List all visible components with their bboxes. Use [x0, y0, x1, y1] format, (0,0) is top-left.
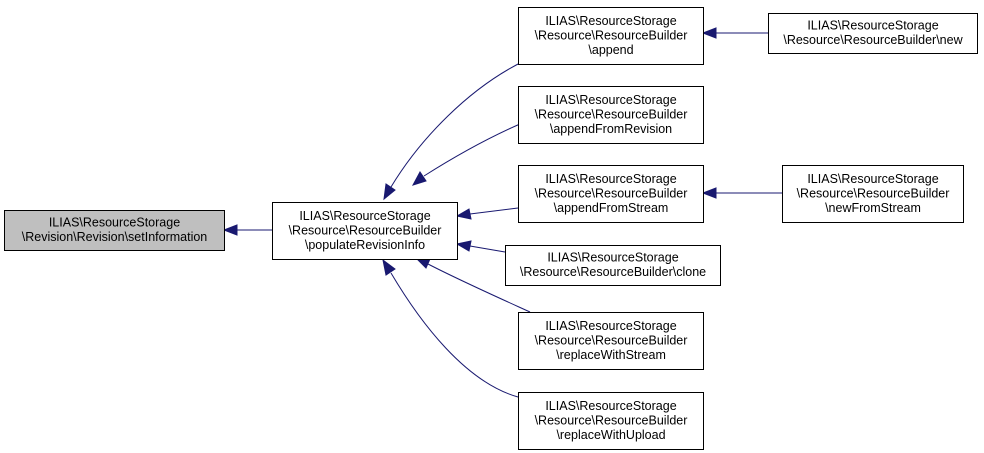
arrowhead	[701, 27, 717, 39]
node-label-line: \Resource\ResourceBuilder	[535, 413, 688, 427]
node-append[interactable]: ILIAS\ResourceStorage\Resource\ResourceB…	[518, 7, 704, 65]
node-box	[518, 86, 704, 144]
node-box	[272, 202, 458, 260]
node-label-line: ILIAS\ResourceStorage	[545, 172, 676, 186]
edge-line	[390, 60, 525, 188]
node-label-line: \replaceWithUpload	[556, 428, 665, 442]
node-label-line: \Resource\ResourceBuilder	[535, 186, 688, 200]
node-clone[interactable]: ILIAS\ResourceStorage\Resource\ResourceB…	[505, 245, 721, 286]
node-label-line: ILIAS\ResourceStorage	[545, 93, 676, 107]
node-label-line: \Resource\ResourceBuilder	[535, 28, 688, 42]
node-label-line: \append	[588, 43, 633, 57]
node-label-line: \Resource\ResourceBuilder	[535, 333, 688, 347]
edge-append-to-populateRevisionInfo	[383, 60, 525, 201]
edge-populateRevisionInfo-to-setInformation	[222, 224, 272, 236]
arrowhead	[701, 187, 717, 199]
arrowhead	[383, 183, 396, 201]
node-replaceWithUpload[interactable]: ILIAS\ResourceStorage\Resource\ResourceB…	[518, 392, 704, 450]
edge-line	[469, 245, 506, 253]
arrowhead	[455, 208, 472, 220]
node-label-line: \Resource\ResourceBuilder	[797, 186, 950, 200]
arrowhead	[382, 258, 396, 276]
node-label-line: \populateRevisionInfo	[305, 238, 425, 252]
node-box	[505, 245, 721, 286]
edge-line	[469, 207, 519, 215]
node-label-line: ILIAS\ResourceStorage	[807, 172, 938, 186]
node-label-line: \Resource\ResourceBuilder	[289, 223, 442, 237]
node-appendFromRevision[interactable]: ILIAS\ResourceStorage\Resource\ResourceB…	[518, 86, 704, 144]
node-label-line: \Resource\ResourceBuilder\new	[783, 33, 963, 47]
node-box	[782, 165, 964, 223]
node-box	[518, 312, 704, 370]
node-box	[518, 165, 704, 223]
arrowhead	[222, 224, 238, 236]
edges-layer	[222, 27, 782, 398]
node-box	[768, 13, 978, 54]
node-box	[518, 7, 704, 65]
nodes-layer: ILIAS\ResourceStorage\Revision\Revision\…	[4, 7, 978, 450]
node-label-line: ILIAS\ResourceStorage	[807, 19, 938, 33]
node-setInformation[interactable]: ILIAS\ResourceStorage\Revision\Revision\…	[4, 210, 225, 251]
edge-appendFromStream-to-populateRevisionInfo	[455, 207, 519, 220]
node-appendFromStream[interactable]: ILIAS\ResourceStorage\Resource\ResourceB…	[518, 165, 704, 223]
edge-clone-to-populateRevisionInfo	[455, 240, 506, 253]
node-label-line: ILIAS\ResourceStorage	[545, 399, 676, 413]
node-label-line: \Resource\ResourceBuilder\clone	[520, 265, 706, 279]
edge-newFromStream-to-appendFromStream	[701, 187, 782, 199]
arrowhead	[411, 171, 427, 186]
edge-line	[423, 123, 521, 177]
node-label-line: \newFromStream	[825, 201, 921, 215]
node-box	[518, 392, 704, 450]
node-label-line: \appendFromRevision	[550, 122, 672, 136]
edge-new-to-append	[701, 27, 768, 39]
node-label-line: ILIAS\ResourceStorage	[545, 14, 676, 28]
arrowhead	[455, 240, 472, 252]
node-label-line: ILIAS\ResourceStorage	[49, 216, 180, 230]
node-label-line: ILIAS\ResourceStorage	[299, 209, 430, 223]
node-label-line: \Resource\ResourceBuilder	[535, 107, 688, 121]
edge-replaceWithUpload-to-populateRevisionInfo	[382, 258, 519, 398]
node-label-line: \Revision\Revision\setInformation	[22, 230, 208, 244]
edge-line	[390, 272, 519, 398]
edge-line	[427, 263, 531, 313]
node-replaceWithStream[interactable]: ILIAS\ResourceStorage\Resource\ResourceB…	[518, 312, 704, 370]
node-label-line: \appendFromStream	[554, 201, 669, 215]
node-box	[4, 210, 225, 251]
node-newFromStream[interactable]: ILIAS\ResourceStorage\Resource\ResourceB…	[782, 165, 964, 223]
node-label-line: ILIAS\ResourceStorage	[547, 251, 678, 265]
node-label-line: ILIAS\ResourceStorage	[545, 319, 676, 333]
node-new[interactable]: ILIAS\ResourceStorage\Resource\ResourceB…	[768, 13, 978, 54]
edge-appendFromRevision-to-populateRevisionInfo	[411, 123, 521, 186]
node-populateRevisionInfo[interactable]: ILIAS\ResourceStorage\Resource\ResourceB…	[272, 202, 458, 260]
node-label-line: \replaceWithStream	[556, 348, 666, 362]
